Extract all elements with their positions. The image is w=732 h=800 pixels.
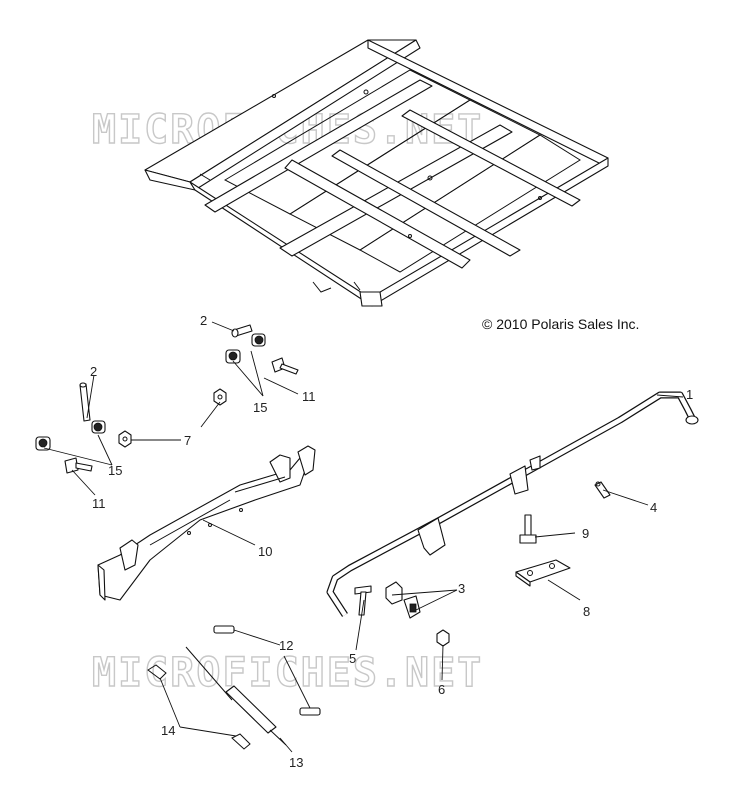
callout-13: 13: [289, 755, 303, 770]
pin-left: [79, 382, 91, 422]
clip-set: [147, 664, 251, 750]
callout-5: 5: [349, 651, 356, 666]
spring-pin: [594, 481, 611, 499]
bolt-left: [64, 457, 93, 474]
callout-2-left: 2: [90, 364, 97, 379]
nut-left: [118, 430, 132, 448]
callout-1: 1: [686, 387, 693, 402]
bolt-upper: [271, 357, 299, 375]
watermark-bottom: MICROFICHES.NET: [92, 650, 483, 696]
callout-11-upper: 11: [302, 389, 316, 404]
bolt-lower: [354, 585, 372, 616]
bushing-left-set: [35, 420, 106, 451]
callout-10: 10: [258, 544, 272, 559]
callout-2-upper: 2: [200, 313, 207, 328]
support-tube: [326, 391, 699, 617]
callout-11-left: 11: [92, 496, 106, 511]
cargo-box-arm: [97, 445, 316, 601]
callout-12: 12: [279, 638, 293, 653]
leader-lines: [43, 321, 684, 753]
callout-9: 9: [582, 526, 589, 541]
bushing-upper-set: [225, 333, 266, 364]
nut-lower: [436, 629, 450, 647]
rivet: [519, 514, 537, 544]
pin-upper: [231, 324, 253, 338]
nut-upper: [213, 388, 227, 406]
gas-strut: [185, 646, 287, 746]
clamp-set: [385, 581, 421, 619]
mounting-plate: [515, 559, 571, 587]
cargo-box-frame: [144, 39, 609, 307]
callout-7: 7: [184, 433, 191, 448]
callout-3: 3: [458, 581, 465, 596]
callout-15-upper: 15: [253, 400, 267, 415]
callout-4: 4: [650, 500, 657, 515]
copyright-text: © 2010 Polaris Sales Inc.: [482, 316, 639, 332]
callout-14: 14: [161, 723, 175, 738]
callout-6: 6: [438, 682, 445, 697]
callout-8: 8: [583, 604, 590, 619]
callout-15-left: 15: [108, 463, 122, 478]
